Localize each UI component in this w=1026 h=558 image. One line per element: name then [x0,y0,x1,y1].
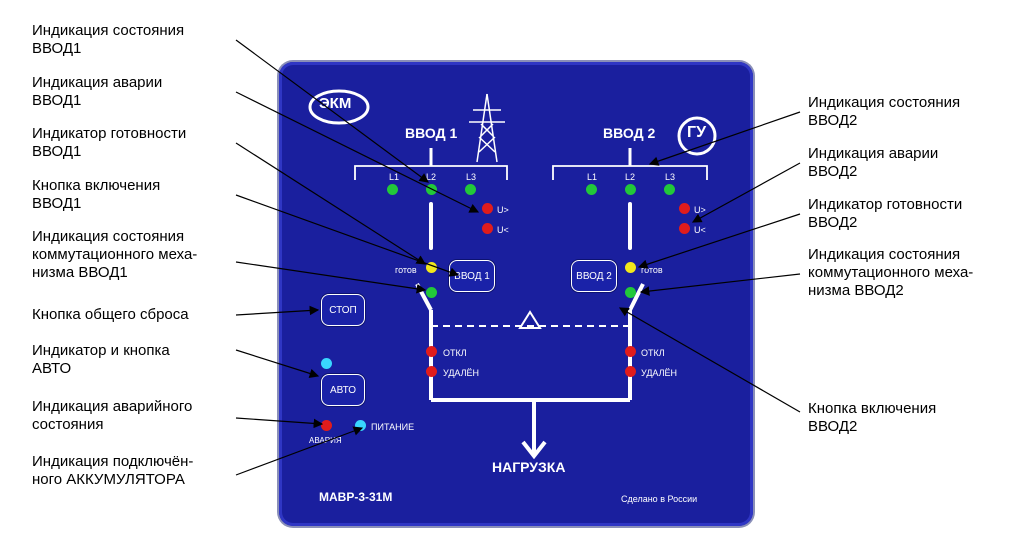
callout-input1-ready: Индикатор готовности ВВОД1 [32,125,187,160]
input2-button[interactable]: ВВОД 2 [571,260,617,292]
input1-off-label: ОТКЛ [443,348,467,358]
input1-overvoltage-label: U> [497,205,509,215]
input2-overvoltage-led [679,203,690,214]
input1-off-led [426,346,437,357]
callout-input2-alarm: Индикация аварии ВВОД2 [808,145,939,180]
input2-phase-l3: L3 [665,172,676,182]
interlock-triangle-icon [518,310,542,329]
callout-input2-switch: Индикация состояния коммутационного меха… [808,246,974,299]
input1-ready-led [426,262,437,273]
input2-off-label: ОТКЛ [641,348,665,358]
input1-l2-led [426,184,437,195]
input2-undervoltage-label: U< [694,225,706,235]
callout-auto: Индикатор и кнопка АВТО [32,342,170,377]
input2-remote-led [625,366,636,377]
gu-logo: ГУ [687,124,707,141]
load-label: НАГРУЗКА [492,459,566,475]
input1-title: ВВОД 1 [405,125,458,141]
callout-alarm-state: Индикация аварийного состояния [32,398,193,433]
input1-overvoltage-led [482,203,493,214]
input1-remote-label: УДАЛЁН [443,368,480,378]
power-label: ПИТАНИЕ [371,422,415,432]
input1-switch-led [426,287,437,298]
input2-ready-led [625,262,636,273]
callout-input1-switch: Индикация состояния коммутационного меха… [32,228,198,281]
callout-input2-ready: Индикатор готовности ВВОД2 [808,196,963,231]
callout-input1-button: Кнопка включения ВВОД1 [32,177,161,212]
callout-input1-alarm: Индикация аварии ВВОД1 [32,74,163,109]
input1-phase-l1: L1 [389,172,400,182]
input1-phase-l3: L3 [466,172,477,182]
input2-remote-label: УДАЛЁН [641,368,678,378]
input2-phase-l2: L2 [625,172,636,182]
callout-input2-state: Индикация состояния ВВОД2 [808,94,961,129]
input2-off-led [625,346,636,357]
callout-battery: Индикация подключён- ного АККУМУЛЯТОРА [32,453,194,488]
input2-title: ВВОД 2 [603,125,656,141]
input1-ready-label: готов [395,265,417,275]
callout-reset-button: Кнопка общего сброса [32,306,189,323]
model-label: МАВР-3-31М [319,490,393,504]
input2-switch-led [625,287,636,298]
input1-button[interactable]: ВВОД 1 [449,260,495,292]
callout-input1-state: Индикация состояния ВВОД1 [32,22,185,57]
input1-undervoltage-label: U< [497,225,509,235]
callout-input2-button: Кнопка включения ВВОД2 [808,400,937,435]
control-panel: ЭКМ ГУ ВВОД 1 ВВОД 2 L1 L2 L3 L1 L2 L3 U… [279,62,753,526]
made-in-label: Сделано в России [621,494,698,504]
power-tower-icon [469,93,505,163]
stop-button[interactable]: СТОП [321,294,365,326]
alarm-label: АВАРИЯ [309,436,342,445]
input2-l1-led [586,184,597,195]
alarm-led [321,420,332,431]
auto-led [321,358,332,369]
input1-undervoltage-led [482,223,493,234]
input2-l3-led [664,184,675,195]
input2-l2-led [625,184,636,195]
ekm-logo: ЭКМ [319,95,352,112]
input1-remote-led [426,366,437,377]
input2-overvoltage-label: U> [694,205,706,215]
power-led [355,420,366,431]
input1-phase-l2: L2 [426,172,437,182]
input2-ready-label: готов [641,265,663,275]
input1-l1-led [387,184,398,195]
input1-l3-led [465,184,476,195]
auto-button[interactable]: АВТО [321,374,365,406]
input2-phase-l1: L1 [587,172,598,182]
input2-undervoltage-led [679,223,690,234]
